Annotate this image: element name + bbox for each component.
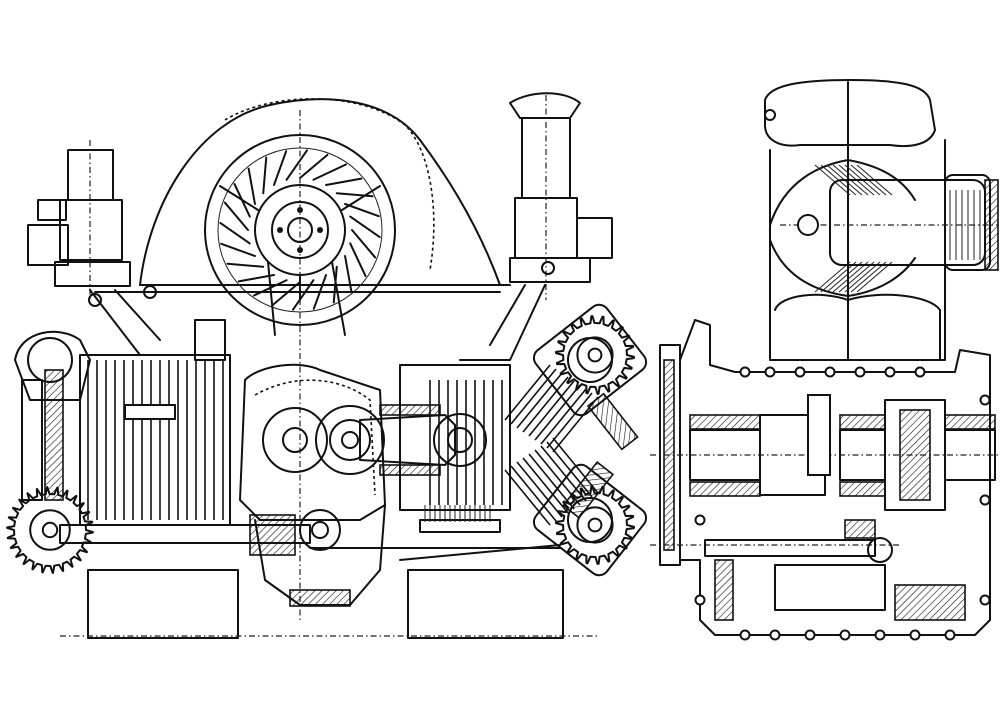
front-view [6, 92, 648, 639]
fan-housing [764, 79, 946, 361]
mounting-blocks [60, 569, 600, 639]
right-rocker-cover [532, 303, 648, 577]
lower-shaft [59, 505, 561, 561]
fan-shroud [139, 98, 511, 286]
piston-icon [359, 404, 487, 476]
left-rocker-cover [14, 330, 91, 501]
crankshaft-icon [262, 405, 385, 551]
side-crankcase [650, 319, 998, 641]
side-view [650, 79, 999, 641]
carburetor-icon [27, 140, 501, 307]
carburetor-icon [509, 92, 613, 300]
generator-icon [780, 174, 999, 271]
gear-icon [704, 519, 966, 621]
left-valve-rod [124, 404, 176, 420]
left-cylinder-outline [79, 354, 231, 526]
crankshaft-icon [689, 394, 996, 511]
right-crankcase-half [399, 364, 511, 511]
gear-icon [6, 486, 94, 574]
gear-icon [555, 485, 635, 565]
crankcase [239, 363, 386, 607]
gear-icon [555, 315, 635, 395]
left-cylinder-fins [87, 360, 224, 520]
